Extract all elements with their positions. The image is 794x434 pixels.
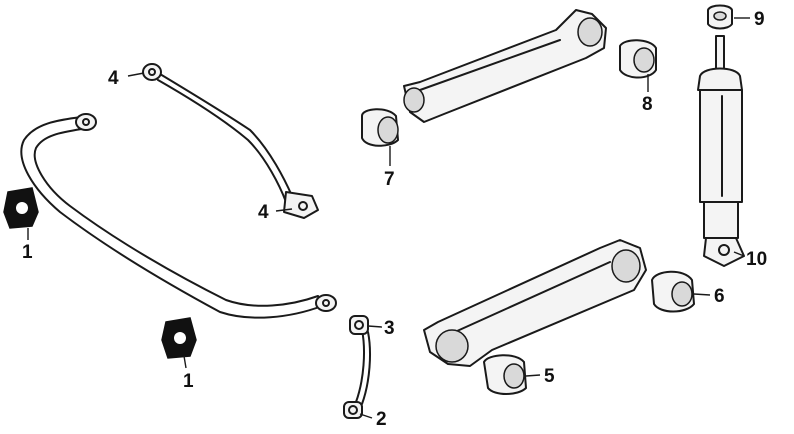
callout-9: 9 (754, 9, 765, 30)
lower-control-arm (423, 239, 647, 367)
upper-control-arm (403, 9, 607, 123)
stabilizer-bushing-1-left (3, 187, 39, 229)
callout-5: 5 (544, 366, 555, 387)
drop-link (343, 315, 371, 419)
callout-3: 3 (384, 318, 395, 339)
stabilizer-bushing-1-right (161, 317, 197, 359)
stabilizer-bar (20, 113, 337, 319)
leader-lines (27, 17, 750, 419)
callout-2: 2 (376, 409, 387, 430)
callout-1-right: 1 (183, 371, 194, 392)
shock-top-bushing-9 (707, 4, 733, 30)
callout-4-upper: 4 (108, 68, 119, 89)
callout-10: 10 (746, 249, 767, 270)
bushing-6 (651, 270, 695, 313)
shock-absorber (697, 35, 745, 267)
callout-4-lower: 4 (258, 202, 269, 223)
callout-8: 8 (642, 94, 653, 115)
callout-6: 6 (714, 286, 725, 307)
bushing-7 (361, 108, 399, 147)
link-rod (142, 63, 319, 219)
callout-1-left: 1 (22, 242, 33, 263)
bushing-8 (619, 39, 657, 79)
bushing-5 (483, 354, 527, 395)
callout-7: 7 (384, 169, 395, 190)
